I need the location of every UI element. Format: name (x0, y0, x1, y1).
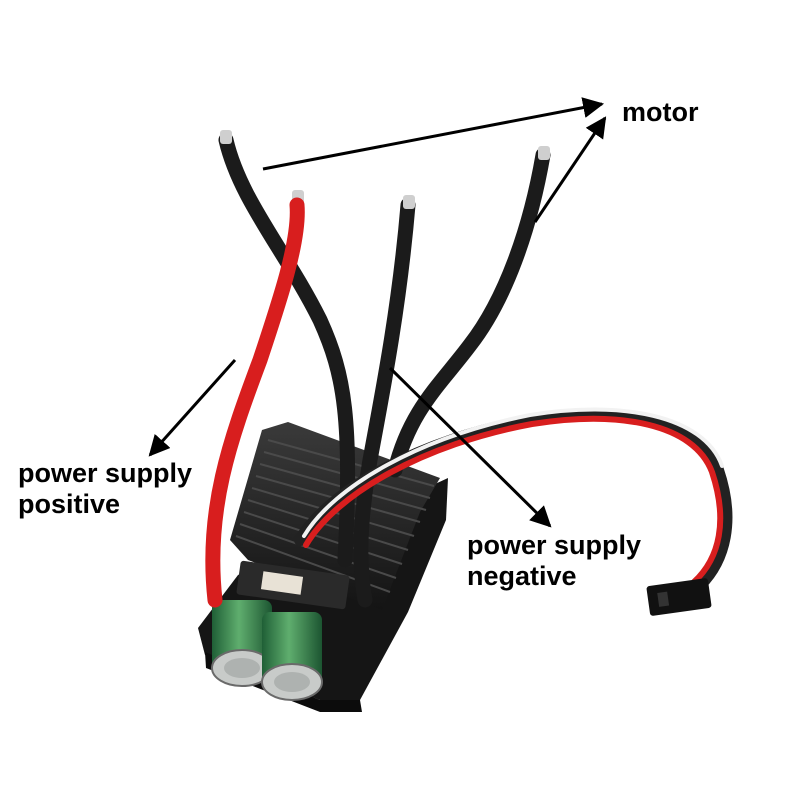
motor-arrow-2 (533, 116, 607, 223)
power-supply-negative-label: power supply negative (467, 530, 641, 592)
positive-label-line2: positive (18, 489, 121, 519)
positive-arrow (148, 358, 237, 457)
power-supply-positive-label: power supply positive (18, 458, 192, 520)
motor-label: motor (622, 97, 699, 128)
positive-wire (205, 197, 305, 608)
negative-label-line1: power supply (467, 530, 642, 560)
positive-label-line1: power supply (18, 458, 193, 488)
signal-cable (294, 407, 733, 591)
annotation-arrows (148, 97, 607, 528)
motor-label-text: motor (622, 97, 699, 127)
motor-arrow-1 (262, 97, 605, 171)
servo-connector-icon (646, 578, 712, 616)
capacitor-icon (211, 600, 323, 701)
switch-block (260, 571, 304, 595)
wire-tips (220, 130, 550, 209)
negative-label-line2: negative (467, 561, 577, 591)
motor-wires (218, 132, 551, 608)
negative-arrow (388, 366, 552, 528)
